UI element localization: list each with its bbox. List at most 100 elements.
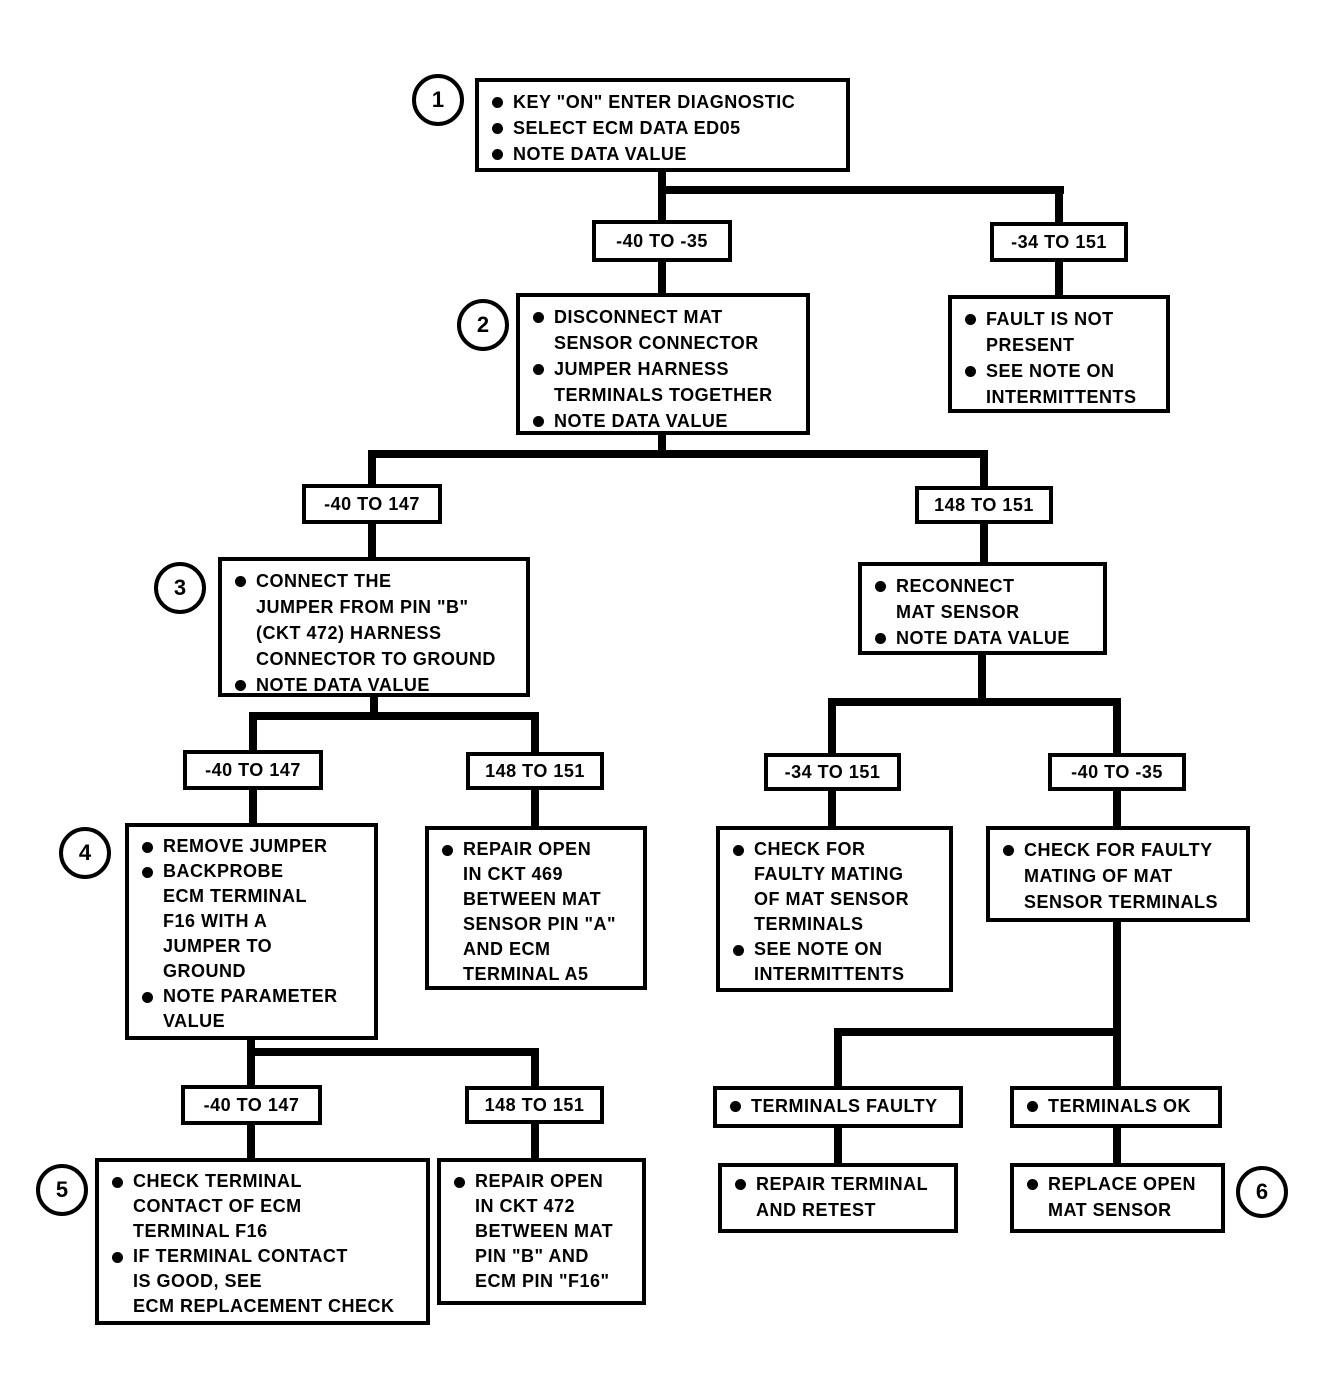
bullet-icon [492,123,503,134]
instruction-line: CONNECT THE [256,571,392,591]
connector [834,1028,1121,1036]
instruction-line: VALUE [163,1011,226,1031]
instruction-line: CHECK TERMINAL [133,1171,302,1191]
decision-label: -40 TO -35 [1048,753,1186,791]
bullet-icon [235,680,246,691]
connector [834,1126,842,1166]
bullet-icon [142,867,153,878]
step-badge-5: 5 [36,1164,88,1216]
step-badge-1: 1 [412,74,464,126]
decision-label: -40 TO 147 [181,1085,322,1125]
instruction-line: KEY "ON" ENTER DIAGNOSTIC [513,92,796,112]
decision-label: -40 TO 147 [183,750,323,790]
check-mating-box: CHECK FOR FAULTY MATING OF MAT SENSOR TE… [986,826,1250,922]
step-3-box: CONNECT THE JUMPER FROM PIN "B" (CKT 472… [218,557,530,697]
instruction-line: REPAIR OPEN [463,839,592,859]
replace-sensor-box: REPLACE OPEN MAT SENSOR [1010,1163,1225,1233]
decision-label: 148 TO 151 [465,1086,604,1124]
fault-not-present-box: FAULT IS NOT PRESENT SEE NOTE ON INTERMI… [948,295,1170,413]
instruction-line: (CKT 472) HARNESS [256,623,442,643]
instruction-line: TERMINALS TOGETHER [554,385,773,405]
bullet-icon [733,845,744,856]
connector [1113,789,1121,829]
instruction-line: NOTE DATA VALUE [896,628,1070,648]
instruction-line: DISCONNECT MAT [554,307,723,327]
instruction-line: RECONNECT [896,576,1015,596]
connector [1113,1126,1121,1166]
decision-label: -40 TO -35 [592,220,732,262]
instruction-line: TERMINAL A5 [463,964,589,984]
instruction-line: IN CKT 469 [463,864,564,884]
bullet-icon [112,1177,123,1188]
instruction-line: BACKPROBE [163,861,284,881]
check-mating-note-box: CHECK FOR FAULTY MATING OF MAT SENSOR TE… [716,826,953,992]
bullet-icon [142,992,153,1003]
instruction-line: ECM REPLACEMENT CHECK [133,1296,395,1316]
reconnect-sensor-box: RECONNECT MAT SENSOR NOTE DATA VALUE [858,562,1107,655]
instruction-line: CONTACT OF ECM [133,1196,302,1216]
decision-label: -34 TO 151 [990,222,1128,262]
connector [658,170,666,224]
instruction-line: IN CKT 472 [475,1196,576,1216]
instruction-line: FAULT IS NOT [986,309,1114,329]
connector [531,712,539,756]
instruction-line: PIN "B" AND [475,1246,589,1266]
connector [531,788,539,830]
decision-label: 148 TO 151 [915,486,1053,524]
decision-label: -34 TO 151 [764,753,901,791]
connector [834,1028,842,1088]
connector [658,186,1064,194]
step-2-box: DISCONNECT MAT SENSOR CONNECTOR JUMPER H… [516,293,810,435]
connector [368,450,376,488]
instruction-line: NOTE DATA VALUE [513,144,687,164]
instruction-line: AND RETEST [756,1200,877,1220]
repair-ckt469-box: REPAIR OPEN IN CKT 469 BETWEEN MAT SENSO… [425,826,647,990]
instruction-line: CONNECTOR TO GROUND [256,649,496,669]
bullet-icon [112,1252,123,1263]
connector [1113,698,1121,757]
connector [1113,918,1121,1032]
instruction-line: SEE NOTE ON [986,361,1115,381]
bullet-icon [965,314,976,325]
instruction-line: BETWEEN MAT [463,889,602,909]
instruction-line: TERMINALS FAULTY [751,1096,938,1116]
connector [980,522,988,566]
decision-label: -40 TO 147 [302,484,442,524]
connector [828,789,836,829]
instruction-line: SENSOR TERMINALS [1024,892,1219,912]
step-badge-3: 3 [154,562,206,614]
instruction-line: TERMINALS OK [1048,1096,1191,1116]
instruction-line: OF MAT SENSOR [754,889,910,909]
instruction-line: REMOVE JUMPER [163,836,328,856]
instruction-line: TERMINALS [754,914,864,934]
instruction-line: INTERMITTENTS [754,964,905,984]
step-4-box: REMOVE JUMPER BACKPROBE ECM TERMINAL F16… [125,823,378,1040]
decision-label: 148 TO 151 [466,752,604,790]
bullet-icon [142,842,153,853]
instruction-line: MAT SENSOR [896,602,1020,622]
instruction-line: NOTE DATA VALUE [554,411,728,431]
bullet-icon [1003,845,1014,856]
step-badge-2: 2 [457,299,509,351]
step-badge-4: 4 [59,827,111,879]
connector [1055,258,1063,298]
instruction-line: PRESENT [986,335,1075,355]
connector [828,698,836,757]
instruction-line: ECM PIN "F16" [475,1271,610,1291]
connector [658,258,666,296]
instruction-line: MATING OF MAT [1024,866,1173,886]
connector [531,1048,539,1090]
instruction-line: NOTE DATA VALUE [256,675,430,695]
connector [980,450,988,490]
instruction-line: F16 WITH A [163,911,268,931]
step-1-box: KEY "ON" ENTER DIAGNOSTIC SELECT ECM DAT… [475,78,850,172]
connector [249,712,257,754]
instruction-line: REPAIR TERMINAL [756,1174,929,1194]
terminals-faulty-box: TERMINALS FAULTY [713,1086,963,1128]
repair-ckt472-box: REPAIR OPEN IN CKT 472 BETWEEN MAT PIN "… [437,1158,646,1305]
instruction-line: MAT SENSOR [1048,1200,1172,1220]
connector [247,1123,255,1161]
instruction-line: FAULTY MATING [754,864,904,884]
bullet-icon [965,366,976,377]
connector [249,712,539,720]
